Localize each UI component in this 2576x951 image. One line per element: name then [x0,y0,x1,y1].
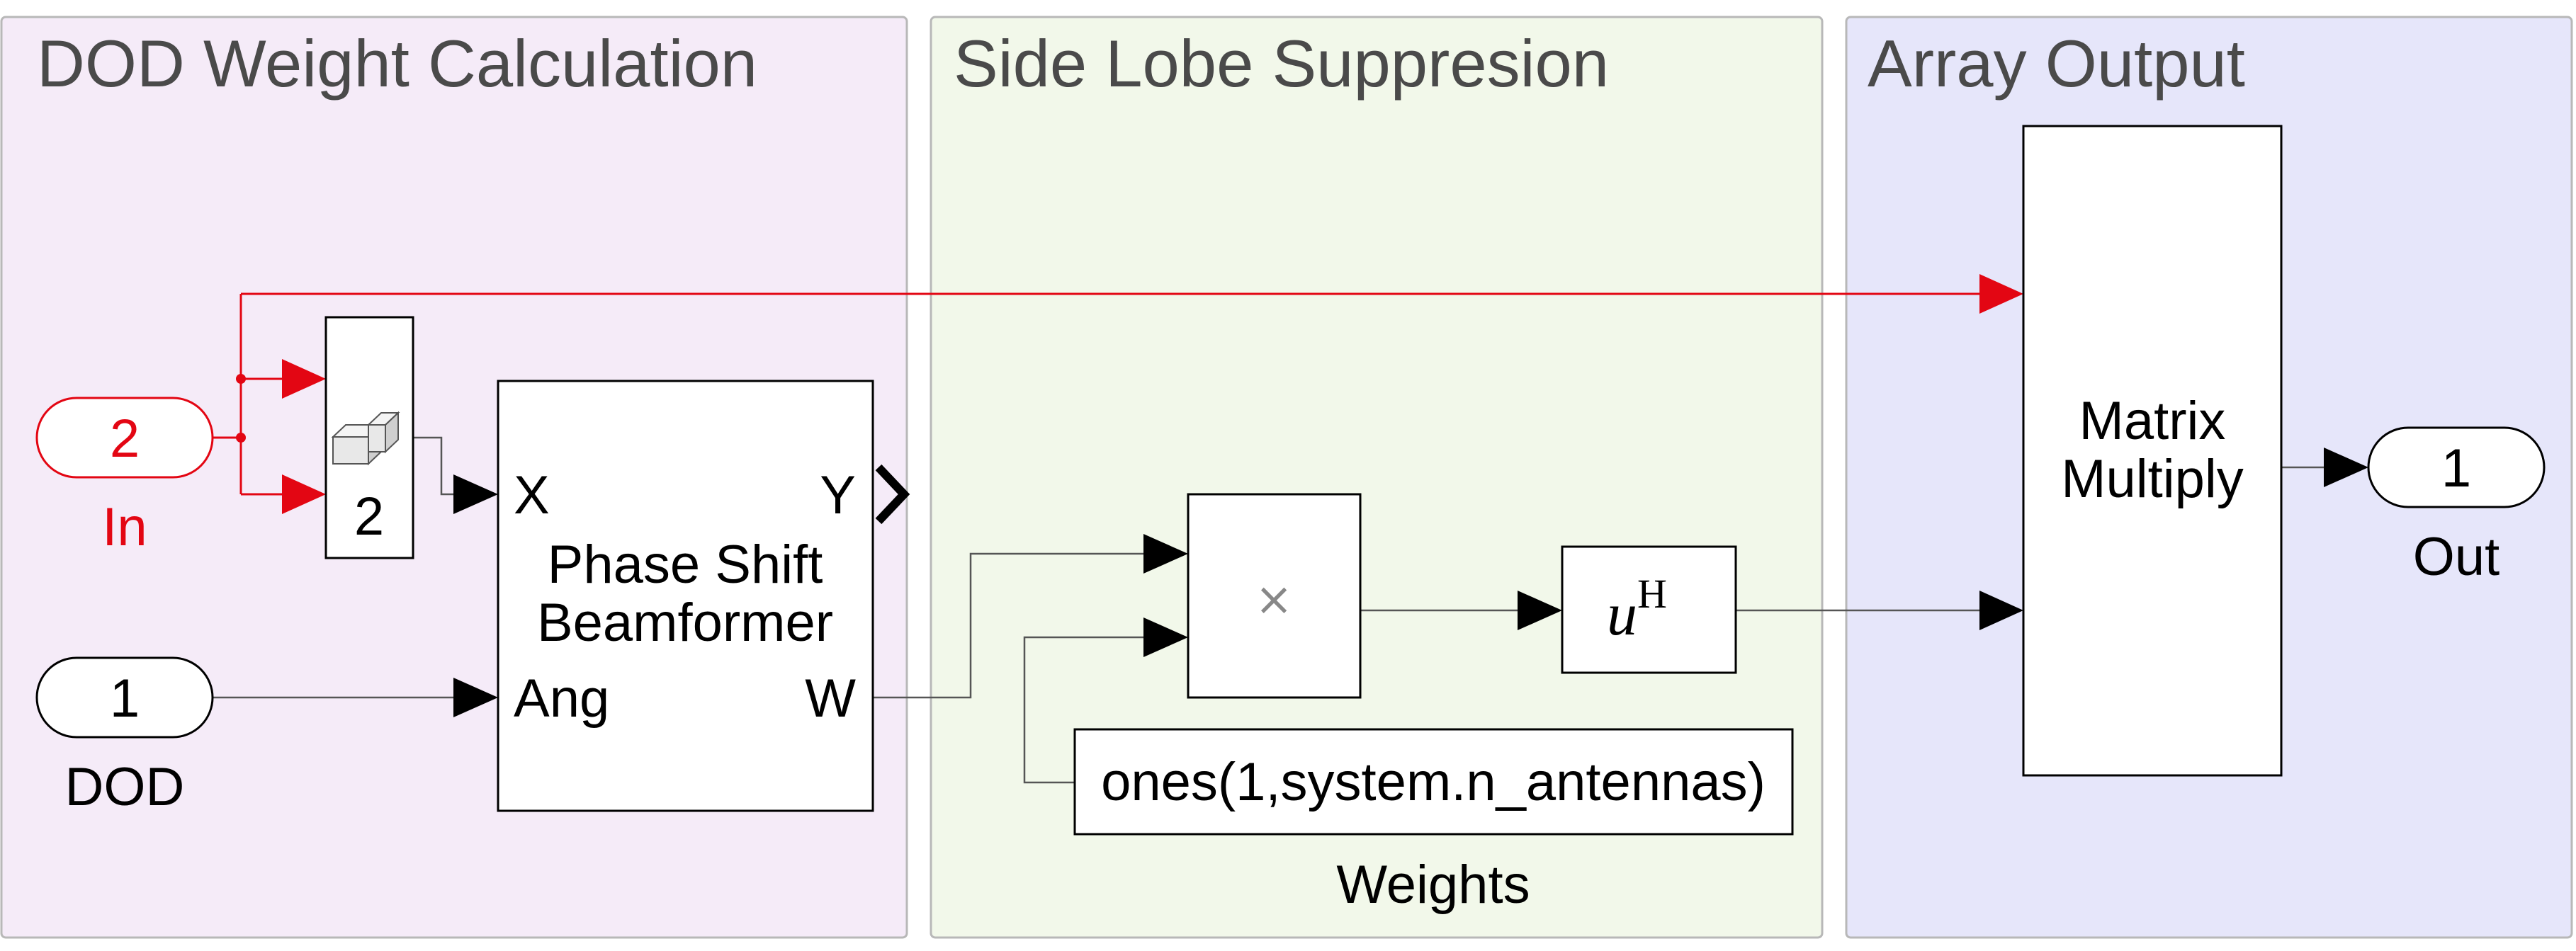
inport-dod[interactable]: 1 DOD [35,656,214,817]
signal-line-beamformer-w-to-product[interactable] [873,552,1143,699]
beamformer-port-y-label: Y [820,465,856,525]
signal-line-concat-to-beamformer-x[interactable] [413,436,453,496]
arrowhead-product-in1 [1143,534,1188,574]
inport-dod-number: 1 [110,668,140,729]
inport-in-label: In [102,497,147,557]
hermitian-base: u [1607,580,1637,648]
branch-point-upper [236,374,246,384]
product-block-shape [1187,493,1362,699]
branch-point-lower [236,433,246,443]
product-symbol-icon: × [1255,574,1293,626]
inport-in[interactable]: 2 In [35,397,214,557]
beamformer-name-line2: Beamformer [537,593,833,653]
beamformer-port-w-label: W [805,668,856,729]
constant-block-value: ones(1,system.n_antennas) [1101,752,1766,812]
outport-out[interactable]: 1 Out [2367,426,2546,587]
arrowhead-beamformer-x [453,474,498,514]
beamformer-port-x-label: X [514,465,550,525]
arrowhead-beamformer-ang [453,678,498,717]
area-array-output-title: Array Output [1868,26,2245,101]
constant-weights-block[interactable]: ones(1,system.n_antennas) Weights [1073,728,1794,915]
constant-block-shape [1073,728,1794,836]
constant-block-label: Weights [1336,855,1530,915]
hermitian-superscript: H [1637,571,1667,617]
outport-out-shape [2367,426,2546,508]
beamformer-output-y-chevron-icon[interactable] [875,464,910,525]
inport-dod-shape [35,656,214,739]
hermitian-block-shape [1561,545,1737,674]
area-side-lobe-suppression[interactable]: Side Lobe Suppresion [930,16,1824,939]
arrowhead-concat-in1 [282,359,326,399]
arrowhead-product-in2 [1143,617,1188,657]
area-side-lobe-background [930,16,1824,939]
outport-out-label: Out [2413,527,2500,587]
concatenate-block[interactable]: 2 [324,316,414,559]
hermitian-label: uH [1607,571,1667,648]
beamformer-block-shape [497,380,874,812]
inport-in-shape [35,397,214,479]
arrowhead-out [2324,448,2368,487]
inport-in-number: 2 [110,409,140,469]
matrix-multiply-block-shape [2022,125,2283,777]
arrowhead-hermitian-in [1518,591,1562,630]
inport-dod-label: DOD [65,757,185,817]
matrix-multiply-block[interactable]: Matrix Multiply [2022,125,2283,777]
area-side-lobe-title: Side Lobe Suppresion [954,26,1609,101]
signal-line-constant-to-product[interactable] [1023,636,1143,784]
concatenate-block-value: 2 [354,486,384,547]
beamformer-port-ang-label: Ang [514,668,609,729]
arrowhead-matrix-in1 [1979,274,2023,314]
phase-shift-beamformer-block[interactable]: X Ang Y W Phase Shift Beamformer [497,380,910,812]
outport-out-number: 1 [2441,438,2471,499]
matrix-multiply-line2: Multiply [2061,449,2244,509]
concatenate-icon [331,411,400,466]
arrowhead-matrix-in2 [1979,591,2023,630]
arrowhead-concat-in2 [282,474,326,514]
beamformer-name-line1: Phase Shift [548,535,823,595]
product-block[interactable]: × [1187,493,1362,699]
hermitian-transpose-block[interactable]: uH [1561,545,1737,674]
area-dod-title: DOD Weight Calculation [37,26,757,101]
matrix-multiply-line1: Matrix [2079,391,2226,451]
